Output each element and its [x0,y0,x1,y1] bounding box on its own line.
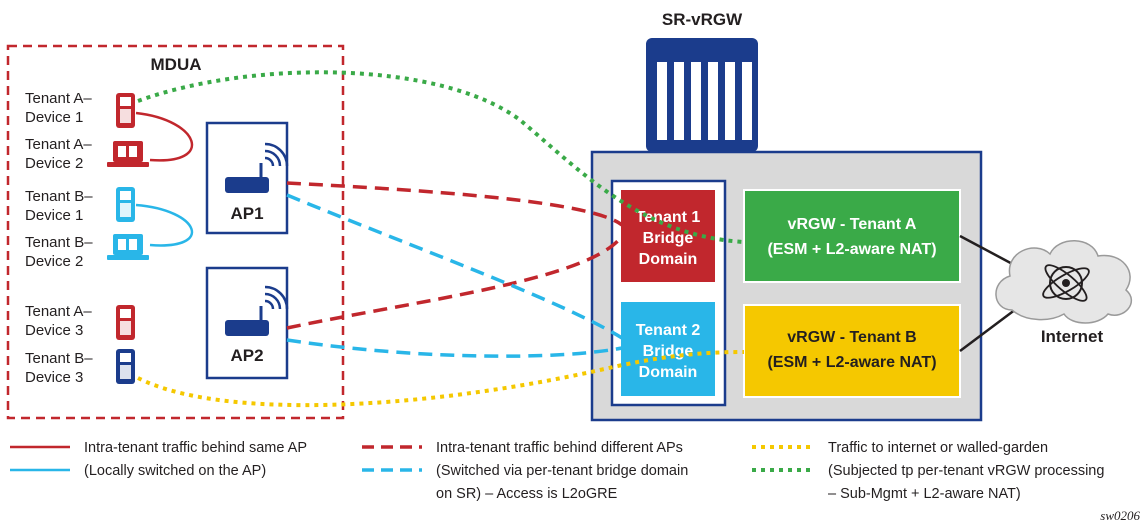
router-chassis-icon [646,38,758,152]
legend-dash-blue-label-2: on SR) – Access is L2oGRE [436,486,618,502]
local-switch-line-tenant-a [135,111,194,162]
flow-yellow-device-b3-vrgw-b [137,350,745,408]
flow-blue-ap1-bd2 [286,193,623,340]
flow-red-ap2-bd1 [286,234,624,330]
tenant1-bridge-domain [621,190,715,282]
svg-text:Tenant A–: Tenant A– [25,303,92,320]
ap2-label: AP2 [230,346,263,365]
legend: Intra-tenant traffic behind same AP (Loc… [10,440,1104,502]
svg-text:Tenant A–: Tenant A– [25,90,92,107]
legend-dash-red-label: Intra-tenant traffic behind different AP… [436,440,683,456]
vrgw-a-label-line2: (ESM + L2-aware NAT) [767,241,936,258]
svg-text:Tenant B–: Tenant B– [25,234,93,251]
wifi-router-icon-ap2 [225,285,289,336]
wifi-router-icon-ap1 [225,142,289,193]
svg-text:Device 2: Device 2 [25,155,83,172]
device-label-a2: Tenant A– Device 2 [25,136,92,172]
ap1-label: AP1 [230,204,263,223]
legend-dot-yellow-label: Traffic to internet or walled-garden [828,440,1048,456]
svg-text:Tenant B–: Tenant B– [25,350,93,367]
tenant2-bridge-domain [621,302,715,396]
vrgw-tenant-b [743,304,961,398]
vrgw-tenant-a [743,189,961,283]
link-vrgw-a-internet [959,234,1021,270]
router-title: SR-vRGW [662,10,743,29]
bd1-label-line1: Tenant 1 [636,209,701,226]
vrgw-b-label-line2: (ESM + L2-aware NAT) [767,354,936,371]
svg-text:Device 2: Device 2 [25,253,83,270]
flow-red-ap1-bd1 [286,181,624,227]
bd2-label-line1: Tenant 2 [636,322,701,339]
phone-icon-tenant-b-1 [116,187,135,222]
laptop-icon-tenant-b-2 [107,234,149,260]
device-label-b2: Tenant B– Device 2 [25,234,93,270]
laptop-icon-tenant-a-2 [107,141,149,167]
phone-icon-tenant-a-1 [116,93,135,128]
device-label-a1: Tenant A– Device 1 [25,90,92,126]
local-switch-line-tenant-b [135,203,194,247]
legend-dash-blue-label-1: (Switched via per-tenant bridge domain [436,463,688,479]
phone-icon-tenant-b-3 [116,349,135,384]
svg-text:Device 1: Device 1 [25,207,83,224]
bd2-label-line3: Domain [639,364,698,381]
svg-text:Device 3: Device 3 [25,369,83,386]
vrgw-a-label-line1: vRGW - Tenant A [788,216,917,233]
legend-dot-green-label-1: (Subjected tp per-tenant vRGW processing [828,463,1104,479]
legend-solid-blue-label: (Locally switched on the AP) [84,463,266,479]
svg-text:Tenant B–: Tenant B– [25,188,93,205]
device-label-b1: Tenant B– Device 1 [25,188,93,224]
flow-blue-ap2-bd2 [286,338,623,358]
internet-cloud-icon [995,240,1133,324]
svg-text:Tenant A–: Tenant A– [25,136,92,153]
legend-solid-red-label: Intra-tenant traffic behind same AP [84,440,307,456]
device-label-b3: Tenant B– Device 3 [25,350,93,386]
bd2-label-line2: Bridge [643,343,694,360]
mdua-boundary [6,44,345,420]
mdua-title: MDUA [151,55,202,74]
bd1-label-line3: Domain [639,251,698,268]
svg-text:Device 3: Device 3 [25,322,83,339]
internet-label: Internet [1041,327,1104,346]
link-vrgw-b-internet [959,305,1021,352]
device-label-a3: Tenant A– Device 3 [25,303,92,339]
legend-dot-green-label-2: – Sub-Mgmt + L2-aware NAT) [828,486,1021,502]
svg-text:Device 1: Device 1 [25,109,83,126]
bd1-label-line2: Bridge [643,230,694,247]
figure-id: sw0206 [1100,508,1140,523]
vrgw-b-label-line1: vRGW - Tenant B [787,329,916,346]
flow-green-device-a1-vrgw-a [137,70,745,244]
phone-icon-tenant-a-3 [116,305,135,340]
